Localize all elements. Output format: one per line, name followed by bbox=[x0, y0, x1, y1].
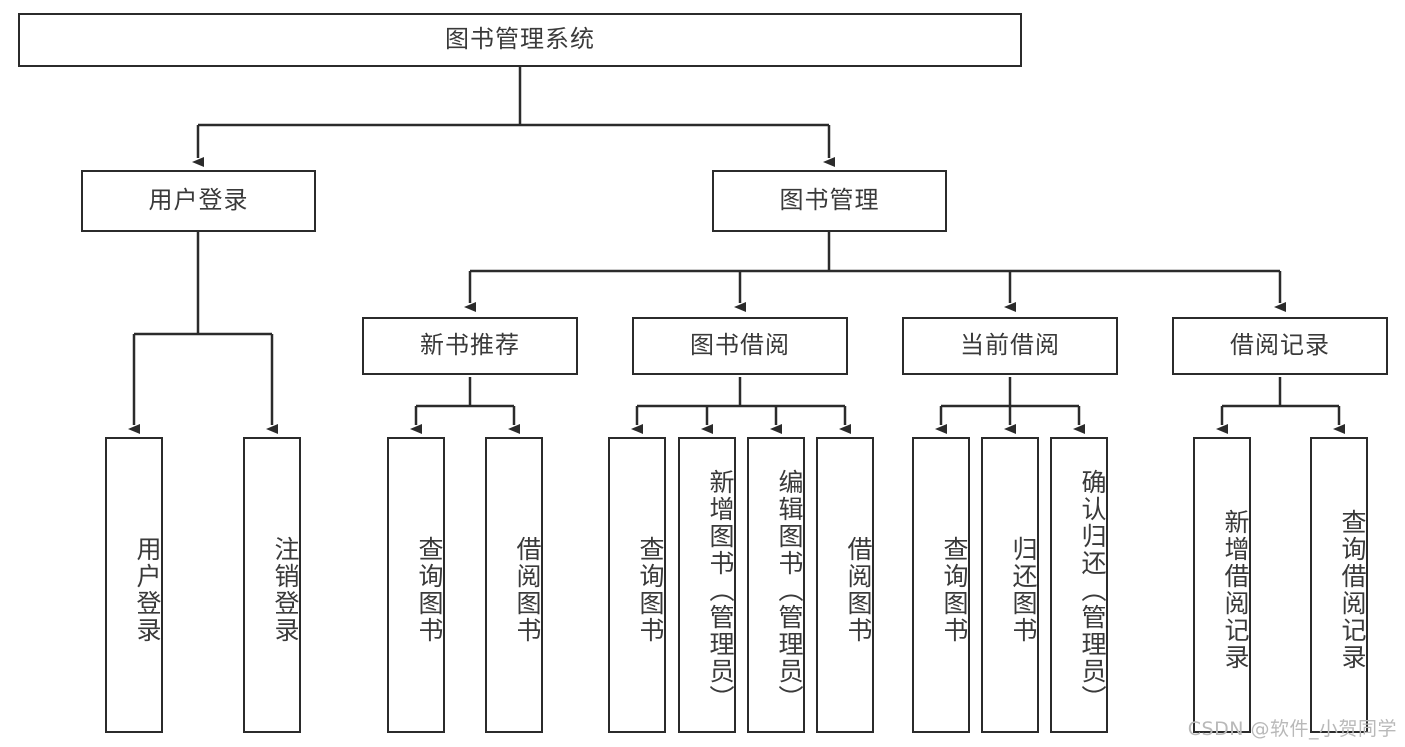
node-book-management[interactable]: 图书管理 bbox=[712, 170, 947, 232]
node-label: 查询借阅记录 bbox=[1338, 509, 1367, 671]
node-label: 查询图书 bbox=[636, 536, 665, 644]
node-label: 编辑图书（管理员） bbox=[775, 468, 804, 712]
node-label: 图书管理系统 bbox=[445, 25, 595, 54]
node-label: 当前借阅 bbox=[960, 331, 1060, 360]
node-root-book-management-system[interactable]: 图书管理系统 bbox=[18, 13, 1022, 67]
leaf-user-login[interactable]: 用户登录 bbox=[105, 437, 163, 733]
node-label: 新书推荐 bbox=[420, 331, 520, 360]
node-label: 注销登录 bbox=[271, 536, 300, 644]
leaf-return-book[interactable]: 归还图书 bbox=[981, 437, 1039, 733]
leaf-add-borrow-record[interactable]: 新增借阅记录 bbox=[1193, 437, 1251, 733]
leaf-add-book-admin[interactable]: 新增图书（管理员） bbox=[678, 437, 736, 733]
node-label: 用户登录 bbox=[148, 186, 249, 215]
node-label: 新增图书（管理员） bbox=[706, 468, 735, 712]
node-borrow-record[interactable]: 借阅记录 bbox=[1172, 317, 1388, 375]
node-label: 借阅记录 bbox=[1230, 331, 1330, 360]
node-label: 新增借阅记录 bbox=[1221, 509, 1250, 671]
node-label: 查询图书 bbox=[415, 536, 444, 644]
node-label: 借阅图书 bbox=[844, 536, 873, 644]
leaf-borrow-book[interactable]: 借阅图书 bbox=[816, 437, 874, 733]
node-label: 确认归还（管理员） bbox=[1078, 468, 1107, 712]
node-current-borrow[interactable]: 当前借阅 bbox=[902, 317, 1118, 375]
leaf-query-book-recommend[interactable]: 查询图书 bbox=[387, 437, 445, 733]
leaf-query-book-borrow[interactable]: 查询图书 bbox=[608, 437, 666, 733]
node-book-borrow[interactable]: 图书借阅 bbox=[632, 317, 848, 375]
watermark-text: CSDN @软件_小贺同学 bbox=[1187, 718, 1397, 740]
node-label: 查询图书 bbox=[940, 536, 969, 644]
leaf-borrow-book-recommend[interactable]: 借阅图书 bbox=[485, 437, 543, 733]
node-user-login[interactable]: 用户登录 bbox=[81, 170, 316, 232]
leaf-query-book-current[interactable]: 查询图书 bbox=[912, 437, 970, 733]
leaf-query-borrow-record[interactable]: 查询借阅记录 bbox=[1310, 437, 1368, 733]
node-label: 用户登录 bbox=[133, 536, 162, 644]
node-label: 归还图书 bbox=[1009, 536, 1038, 644]
node-label: 图书管理 bbox=[779, 186, 880, 215]
leaf-confirm-return-admin[interactable]: 确认归还（管理员） bbox=[1050, 437, 1108, 733]
leaf-logout[interactable]: 注销登录 bbox=[243, 437, 301, 733]
node-new-book-recommend[interactable]: 新书推荐 bbox=[362, 317, 578, 375]
node-label: 借阅图书 bbox=[513, 536, 542, 644]
node-label: 图书借阅 bbox=[690, 331, 790, 360]
leaf-edit-book-admin[interactable]: 编辑图书（管理员） bbox=[747, 437, 805, 733]
